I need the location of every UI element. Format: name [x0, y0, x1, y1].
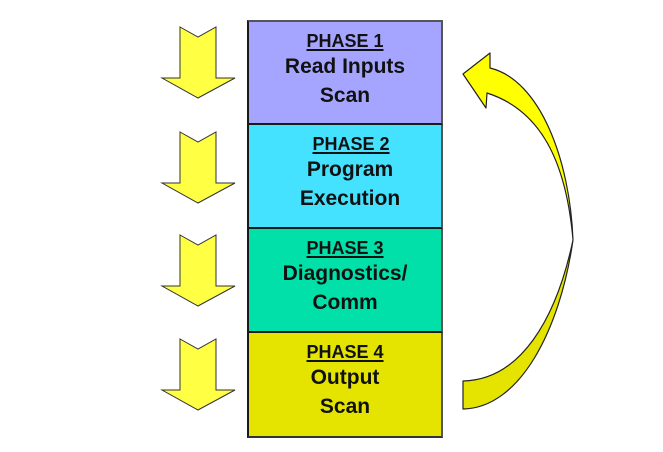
phase-2-title: PHASE 2 — [312, 134, 390, 154]
phase-1-title: PHASE 1 — [306, 31, 384, 51]
phase-3-line-1: Diagnostics/ — [282, 262, 408, 285]
phase-4-title: PHASE 4 — [306, 342, 384, 362]
phase-3-box: PHASE 3 Diagnostics/ Comm — [247, 229, 443, 333]
phase-3-title: PHASE 3 — [306, 238, 384, 258]
phase-1-box: PHASE 1 Read Inputs Scan — [247, 20, 443, 125]
phase-4-line-2: Scan — [319, 395, 371, 418]
loop-back-arrow-icon — [462, 52, 574, 410]
down-arrow-icon — [160, 26, 236, 99]
phase-2-box: PHASE 2 Program Execution — [247, 125, 443, 229]
phase-2-line-2: Execution — [299, 187, 401, 210]
phase-1-line-1: Read Inputs — [284, 55, 406, 78]
phase-4-box: PHASE 4 Output Scan — [247, 333, 443, 438]
down-arrow-icon — [160, 234, 236, 307]
phase-2-line-1: Program — [306, 158, 394, 181]
phase-1-line-2: Scan — [319, 84, 371, 107]
down-arrow-icon — [160, 131, 236, 204]
phase-3-line-2: Comm — [312, 291, 378, 314]
down-arrow-icon — [160, 338, 236, 411]
phase-4-line-1: Output — [310, 366, 380, 389]
